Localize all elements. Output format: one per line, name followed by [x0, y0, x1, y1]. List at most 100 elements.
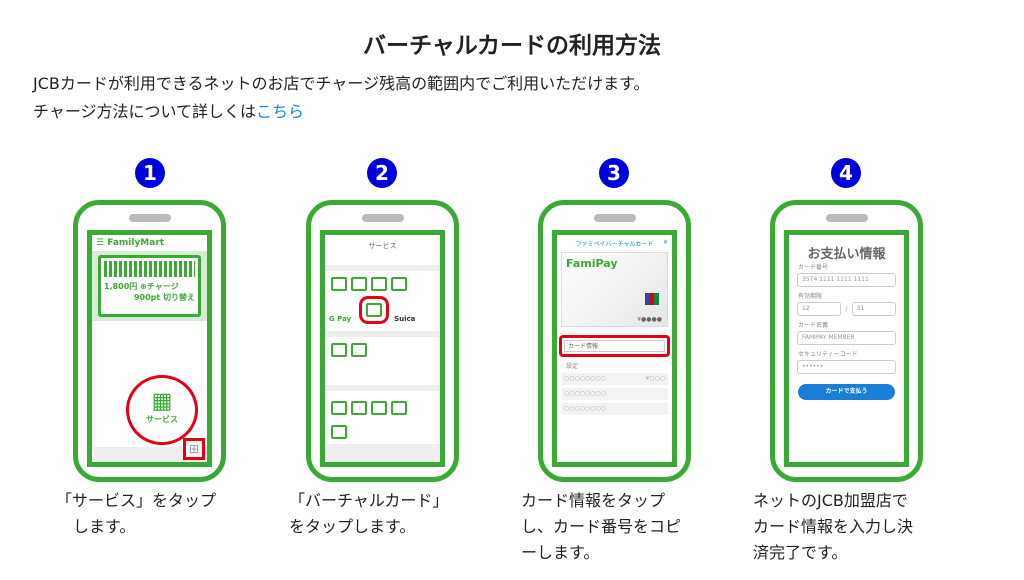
- balance: 1,800円: [104, 282, 138, 291]
- expiry-year[interactable]: 31: [851, 302, 896, 316]
- caption-line: 「サービス」をタップ: [56, 491, 217, 510]
- service-icon: [331, 277, 347, 291]
- section-divider: [325, 385, 440, 391]
- expiry-label: 有効期限: [798, 293, 823, 300]
- step-caption: 「サービス」をタップします。: [56, 488, 256, 540]
- brand: ☰ FamilyMart: [92, 235, 207, 251]
- service-callout: ▦ サービス: [126, 375, 198, 445]
- service-icon: [331, 401, 347, 415]
- barcode-card: 1,800円 ⊕チャージ 900pt 切り替え: [98, 255, 201, 317]
- card-number-label: カード番号: [798, 264, 829, 271]
- service-icon: [391, 277, 407, 291]
- screen-header: サービス: [368, 242, 397, 250]
- intro-line-2: チャージ方法について詳しくはこちら: [33, 98, 649, 126]
- step-number: 3: [599, 158, 629, 188]
- intro: JCBカードが利用できるネットのお店でチャージ残高の範囲内でご利用いただけます。…: [33, 70, 649, 126]
- speaker: [361, 214, 404, 222]
- settings-row: ○○○○○○○○ ¥○○○: [561, 373, 668, 385]
- expiry-separator: /: [845, 305, 848, 313]
- menu-icon: ☰: [96, 238, 108, 248]
- card-info-highlight[interactable]: カード情報: [559, 335, 670, 357]
- caption-line: ネットのJCB加盟店で: [753, 491, 908, 510]
- screen-title: ファミペイバーチャルカード: [575, 241, 654, 248]
- caption-line: カード情報を入力し決: [753, 517, 914, 536]
- step-number: 4: [831, 158, 861, 188]
- charge-method-link[interactable]: こちら: [256, 102, 305, 121]
- close-icon[interactable]: ✕: [662, 239, 668, 246]
- service-icons-row: G Pay Suica: [325, 296, 440, 324]
- card-balance: ¥●●●●: [637, 316, 662, 323]
- phone-screen: ☰ FamilyMart 1,800円 ⊕チャージ 900pt 切り替え ▦ サ…: [87, 230, 212, 467]
- expiry-month[interactable]: 12: [797, 302, 842, 316]
- section-divider: [325, 331, 440, 337]
- virtual-card-icon[interactable]: [358, 296, 389, 324]
- payment-heading: お支払い情報: [807, 247, 886, 262]
- section-divider: [325, 265, 440, 271]
- service-icons-row: [325, 271, 440, 299]
- phone-illustration: ファミペイバーチャルカード✕ FamiPay ¥●●●● カード情報 設定 ○○…: [538, 200, 691, 482]
- caption-line: カード情報をタップ: [521, 491, 666, 510]
- phone-illustration: ☰ FamilyMart 1,800円 ⊕チャージ 900pt 切り替え ▦ サ…: [73, 200, 226, 482]
- grid-icon: ▦: [151, 389, 173, 414]
- gpay-label: G Pay: [329, 315, 352, 323]
- expiry-row: 12 / 31: [797, 302, 896, 316]
- service-button-highlight[interactable]: ⊞: [183, 438, 205, 460]
- service-label: サービス: [146, 415, 178, 424]
- jcb-logo: [645, 293, 659, 305]
- card-name-field[interactable]: FAMIPAY MEMBER: [797, 331, 896, 345]
- cvc-label: セキュリティーコード: [798, 351, 858, 358]
- service-icon: [371, 401, 387, 415]
- row-label: ○○○○○○○○: [564, 375, 606, 382]
- caption-line: 済完了です。: [753, 543, 848, 562]
- caption-line: し、カード番号をコピ: [521, 517, 682, 536]
- row-value: ¥○○○: [645, 375, 665, 382]
- service-icon: [351, 401, 367, 415]
- step-number: 2: [367, 158, 397, 188]
- screen-header: ファミペイバーチャルカード ✕: [557, 235, 672, 252]
- service-icon: [351, 277, 367, 291]
- points-row: 900pt 切り替え: [104, 292, 195, 303]
- suica-label: Suica: [394, 315, 416, 323]
- page-title: バーチャルカードの利用方法: [362, 33, 662, 59]
- speaker: [128, 214, 171, 222]
- caption-line: ーします。: [521, 543, 600, 562]
- card-area: 1,800円 ⊕チャージ 900pt 切り替え: [92, 251, 207, 321]
- settings-row: ○○○○○○○○: [561, 388, 668, 400]
- brand-name: FamilyMart: [107, 238, 165, 248]
- step-caption: 「バーチャルカード」をタップします。: [289, 488, 489, 540]
- points: 900pt: [133, 293, 161, 302]
- service-icons-row: [325, 337, 440, 365]
- barcode: [104, 261, 195, 277]
- bottom-nav: [94, 447, 207, 462]
- switch-button: 切り替え: [163, 293, 195, 302]
- caption-line: 「バーチャルカード」: [289, 491, 449, 510]
- step-caption: カード情報をタップし、カード番号をコピーします。: [521, 488, 721, 566]
- phone-illustration: サービス G Pay Suica: [306, 200, 459, 482]
- intro-text: チャージ方法について詳しくは: [33, 102, 257, 121]
- card-number-field[interactable]: 3574 1111 1111 1111: [797, 273, 896, 287]
- charge-button: ⊕チャージ: [140, 282, 179, 291]
- card-info-dropdown[interactable]: カード情報: [564, 340, 665, 352]
- cvc-field[interactable]: ••••••: [797, 360, 896, 374]
- settings-row: ○○○○○○○○: [561, 403, 668, 415]
- gift-icon: [331, 343, 347, 357]
- caption-line: します。: [73, 517, 136, 536]
- phone-screen: お支払い情報 カード番号 3574 1111 1111 1111 有効期限 12…: [784, 230, 909, 467]
- caption-line: をタップします。: [289, 517, 416, 536]
- balance-row: 1,800円 ⊕チャージ: [104, 281, 195, 292]
- virtual-card: FamiPay ¥●●●●: [561, 252, 668, 327]
- phone-illustration: お支払い情報 カード番号 3574 1111 1111 1111 有効期限 12…: [770, 200, 923, 482]
- gift-icon: [331, 425, 347, 439]
- pay-button[interactable]: カードで支払う: [798, 384, 895, 400]
- bottom-nav: [325, 444, 440, 462]
- step-number: 1: [135, 158, 165, 188]
- phone-screen: サービス G Pay Suica: [320, 230, 445, 467]
- card-brand: FamiPay: [566, 257, 618, 270]
- service-icons-row: [325, 391, 440, 451]
- speaker: [825, 214, 868, 222]
- card-name-label: カード名義: [798, 322, 829, 329]
- intro-line-1: JCBカードが利用できるネットのお店でチャージ残高の範囲内でご利用いただけます。: [33, 74, 650, 93]
- step-caption: ネットのJCB加盟店でカード情報を入力し決済完了です。: [753, 488, 953, 566]
- phone-screen: ファミペイバーチャルカード✕ FamiPay ¥●●●● カード情報 設定 ○○…: [552, 230, 677, 467]
- service-icon: [391, 401, 407, 415]
